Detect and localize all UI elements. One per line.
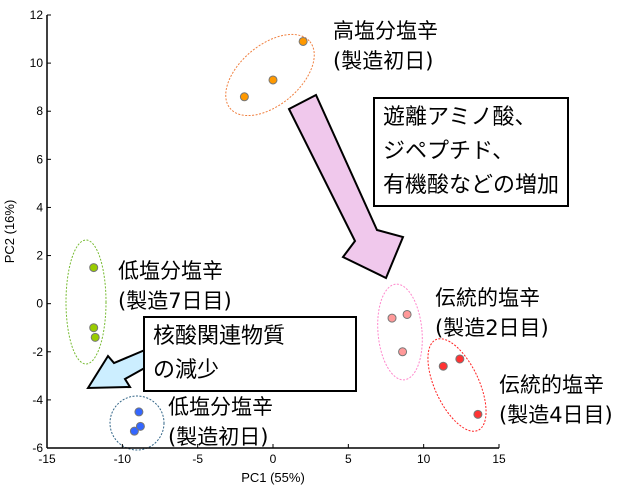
data-point-series-0 [268, 75, 278, 85]
x-tick-label: -15 [38, 452, 56, 466]
y-tick-label: 0 [36, 297, 43, 311]
data-point-series-0 [239, 92, 249, 102]
group-ellipse-high-salt-day0 [225, 33, 315, 117]
y-tick-label: 6 [36, 152, 43, 166]
annotation-line: の減少 [153, 358, 220, 383]
label-line: 低塩分塩辛 [118, 259, 223, 283]
group-ellipse-low-salt-day0 [109, 395, 165, 451]
x-tick-label: -5 [192, 452, 203, 466]
annotation-increase-box: 遊離アミノ酸、 ジペプチド、 有機酸などの増加 [373, 97, 570, 207]
y-tick-label: -6 [32, 441, 43, 455]
group-label-traditional-day4: 伝統的塩辛 (製造4日目) [499, 370, 613, 430]
decrease-arrow [86, 348, 152, 390]
data-point-series-4 [438, 361, 448, 371]
data-point-series-3 [398, 347, 408, 357]
group-ellipse-low-salt-day7 [65, 239, 107, 365]
data-point-series-2 [135, 421, 145, 431]
x-tick-label: 0 [270, 452, 277, 466]
label-line: (製造4日目) [499, 403, 613, 427]
data-point-series-1 [89, 323, 99, 333]
group-ellipse-traditional-day4 [427, 338, 487, 432]
group-label-low-salt-day7: 低塩分塩辛 (製造7日目) [118, 256, 232, 316]
label-line: 伝統的塩辛 [435, 286, 540, 310]
y-tick-label: -2 [32, 345, 43, 359]
group-label-low-salt-day0: 低塩分塩辛 (製造初日) [168, 392, 273, 452]
data-point-series-1 [90, 332, 100, 342]
x-tick-label: -10 [114, 452, 132, 466]
data-point-series-1 [89, 263, 99, 273]
data-point-series-3 [387, 313, 397, 323]
data-point-series-4 [473, 409, 483, 419]
data-point-series-2 [129, 426, 139, 436]
group-ellipse-traditional-day2 [377, 283, 423, 381]
data-point-series-2 [134, 407, 144, 417]
group-label-traditional-day2: 伝統的塩辛 (製造2日目) [435, 283, 549, 343]
label-line: 伝統的塩辛 [499, 373, 604, 397]
y-tick-label: 10 [30, 56, 44, 70]
annotation-line: 有機酸などの増加 [383, 173, 560, 198]
group-label-high-salt-day0: 高塩分塩辛 (製造初日) [333, 16, 438, 76]
data-point-series-4 [455, 354, 465, 364]
annotation-line: 遊離アミノ酸、 [383, 105, 537, 130]
data-point-series-0 [298, 36, 308, 46]
y-tick-label: 4 [36, 200, 43, 214]
y-tick-label: 8 [36, 104, 43, 118]
label-line: (製造2日目) [435, 316, 549, 340]
x-tick-label: 10 [417, 452, 431, 466]
y-tick-label: -4 [32, 393, 43, 407]
label-line: 低塩分塩辛 [168, 395, 273, 419]
annotation-line: ジペプチド、 [383, 139, 515, 164]
x-tick-label: 15 [492, 452, 506, 466]
x-tick-label: 5 [345, 452, 352, 466]
data-point-series-3 [402, 309, 412, 319]
annotation-line: 核酸関連物質 [153, 324, 286, 349]
x-axis-label: PC1 (55%) [241, 470, 305, 485]
y-tick-label: 12 [30, 8, 44, 22]
label-line: (製造初日) [333, 49, 434, 73]
label-line: 高塩分塩辛 [333, 19, 438, 43]
label-line: (製造7日目) [118, 289, 232, 313]
label-line: (製造初日) [168, 425, 269, 449]
y-tick-label: 2 [36, 249, 43, 263]
y-axis-label: PC2 (16%) [2, 200, 17, 264]
annotation-decrease-box: 核酸関連物質 の減少 [143, 316, 357, 392]
increase-arrow [287, 93, 405, 280]
